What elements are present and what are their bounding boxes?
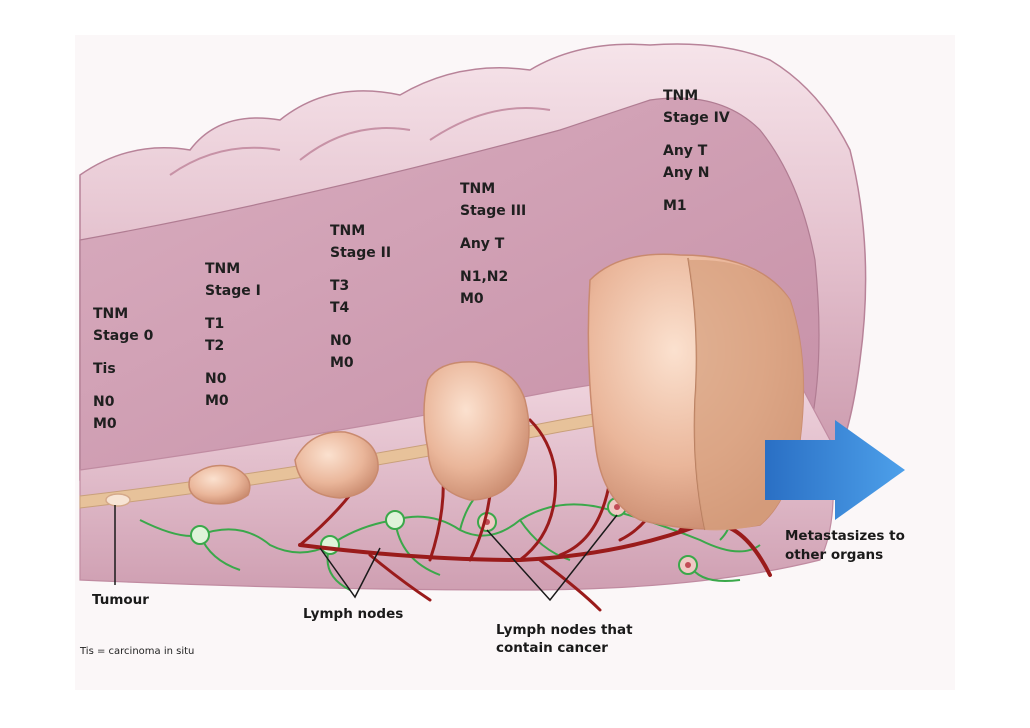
stage3-line: TNM	[460, 181, 495, 197]
tumour-label: Tumour	[92, 592, 149, 608]
stage1-line: N0	[205, 371, 227, 387]
stage2-line: T4	[330, 300, 350, 316]
stage4-line: Any T	[663, 143, 708, 159]
stage2-line: Stage II	[330, 245, 391, 261]
metastasizes-label-line2: other organs	[785, 547, 883, 563]
stage0-line: TNM	[93, 306, 128, 322]
stage4-line: M1	[663, 198, 687, 214]
stage2-line: N0	[330, 333, 352, 349]
stage3-line: Any T	[460, 236, 505, 252]
stage1-line: M0	[205, 393, 229, 409]
stage1-line: T1	[205, 316, 224, 332]
stage4-line: TNM	[663, 88, 698, 104]
stage3-line: Stage III	[460, 203, 526, 219]
stage-4-label: TNM Stage IV Any T Any N M1	[663, 88, 730, 214]
stage3-line: M0	[460, 291, 484, 307]
haustra-fold	[169, 107, 551, 176]
stage1-line: Stage I	[205, 283, 261, 299]
tumour-stage-0	[105, 493, 131, 507]
pointer-lines	[114, 505, 618, 602]
lymph-nodes-cancer-label-line2: contain cancer	[496, 640, 608, 656]
stage2-line: TNM	[330, 223, 365, 239]
tumour-stage-3	[423, 361, 530, 501]
stage0-line: N0	[93, 394, 115, 410]
lymph-nodes-label: Lymph nodes	[303, 606, 403, 622]
stage0-line: Tis	[93, 361, 116, 377]
metastasis-arrow	[765, 420, 905, 520]
tumour-stage-1	[188, 464, 251, 505]
stage0-line: M0	[93, 416, 117, 432]
footnote: Tis = carcinoma in situ	[79, 646, 194, 657]
stage3-line: N1,N2	[460, 269, 508, 285]
stage1-line: TNM	[205, 261, 240, 277]
stage4-line: Stage IV	[663, 110, 730, 126]
stage4-line: Any N	[663, 165, 710, 181]
metastasizes-label-line1: Metastasizes to	[785, 528, 905, 544]
stage1-line: T2	[205, 338, 224, 354]
lymph-nodes-cancer-label-line1: Lymph nodes that	[496, 622, 633, 638]
stage2-line: M0	[330, 355, 354, 371]
tumour-stage-2	[294, 431, 379, 499]
stage0-line: Stage 0	[93, 328, 154, 344]
stage2-line: T3	[330, 278, 349, 294]
